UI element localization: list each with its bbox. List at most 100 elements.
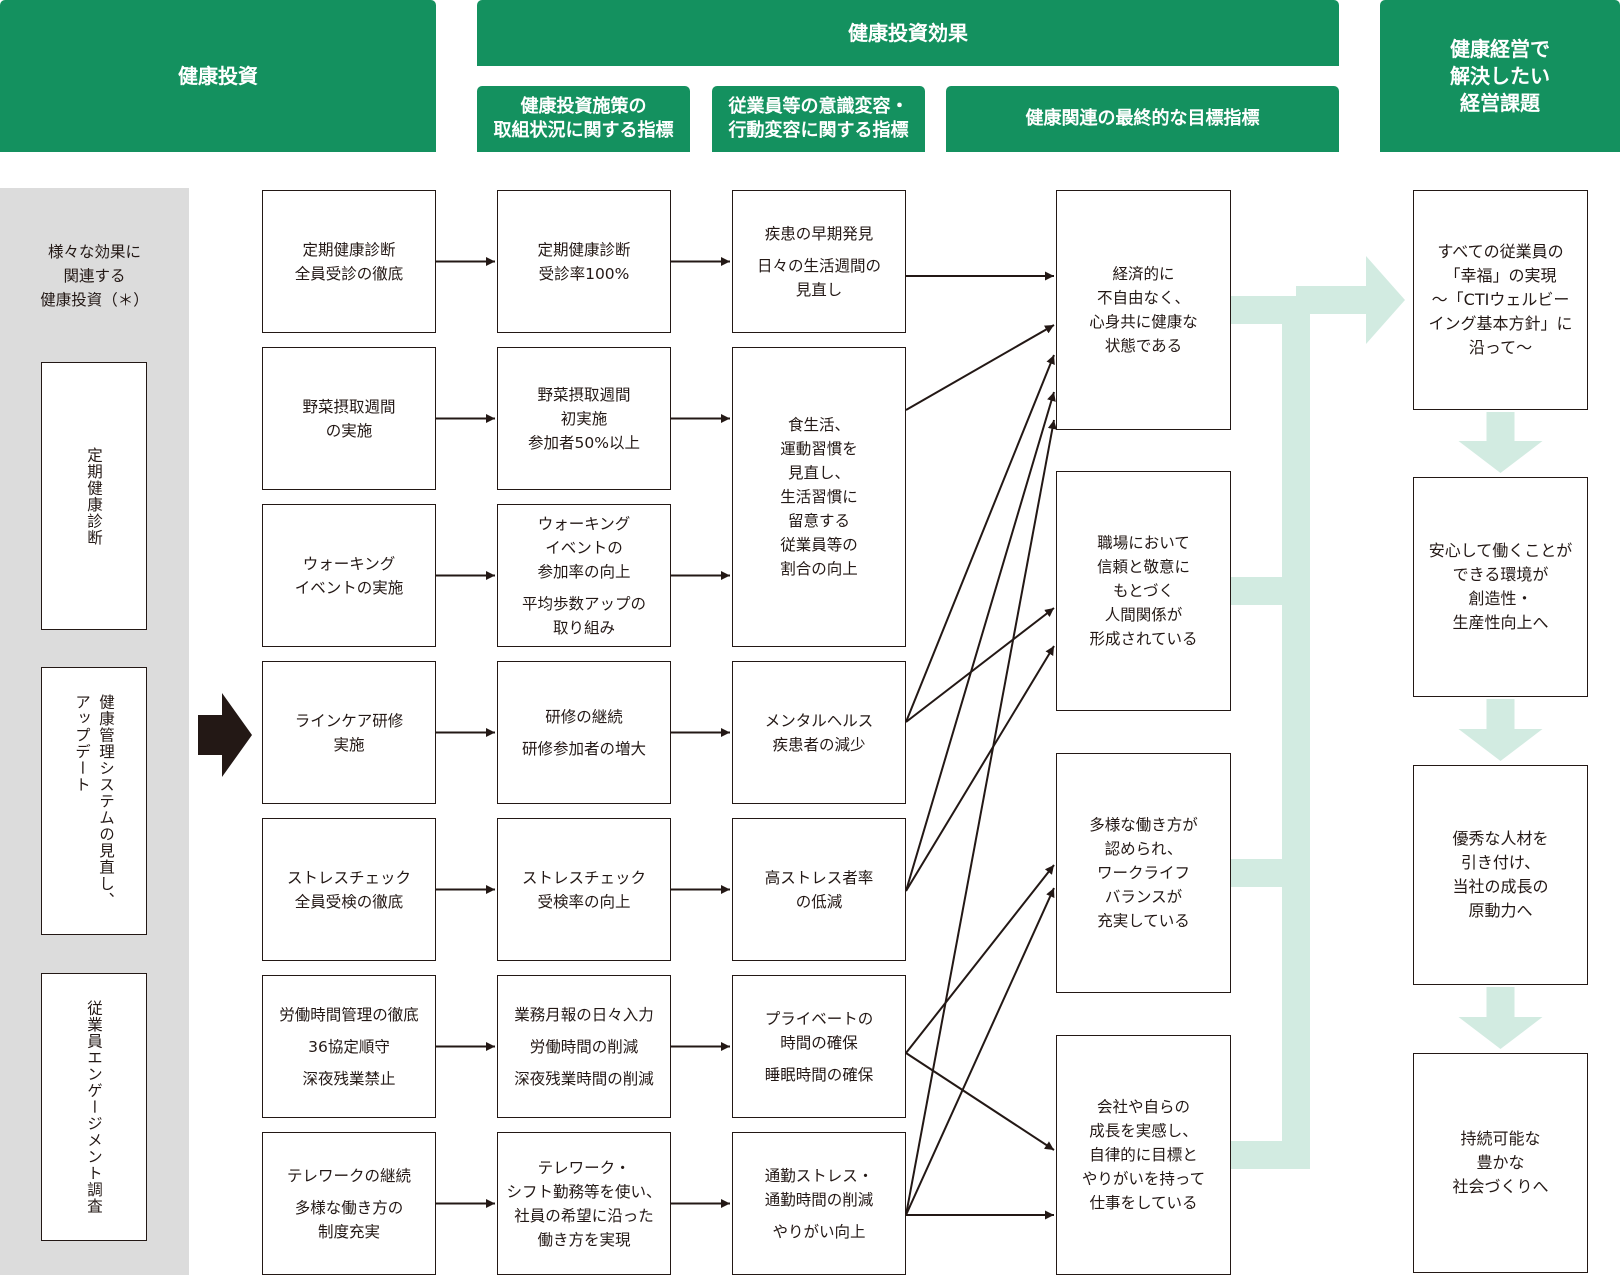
- sidebar-item-label: 従業員エンゲージメント調査: [85, 999, 103, 1215]
- outcome-down-shaft: [1486, 412, 1515, 443]
- box-text-line: 研修参加者の増大: [521, 739, 646, 758]
- header-investment-effect: 健康投資効果: [477, 0, 1339, 66]
- box-text-line: 社会づくりへ: [1452, 1177, 1549, 1196]
- box-text-line: できる環境が: [1452, 565, 1549, 584]
- awareness-indicator-box: メンタルヘルス疾患者の減少: [732, 661, 906, 804]
- header-final-goal-indicators: 健康関連の最終的な目標指標: [946, 86, 1339, 152]
- box-text-line: 留意する: [787, 512, 850, 530]
- box-text-line: 「幸福」の実現: [1444, 266, 1557, 285]
- sidebar-title-line: 様々な効果に: [47, 243, 141, 261]
- box-text-line: 多様な働き方が: [1089, 816, 1198, 834]
- box-text-line: 受検率の向上: [537, 892, 631, 911]
- investment-box: ウォーキングイベントの実施: [262, 504, 436, 647]
- box-text-line: 労働時間管理の徹底: [279, 1005, 419, 1024]
- box-text-line: 制度充実: [317, 1222, 380, 1241]
- sidebar-arrow-icon: [198, 693, 252, 777]
- box-text-line: テレワークの継続: [286, 1166, 411, 1185]
- box-text-line: 成長を実感し、: [1089, 1122, 1198, 1140]
- outcome-down-arrow-icon: [1458, 729, 1543, 761]
- box-text-line: 働き方を実現: [537, 1230, 631, 1249]
- initiative-indicator-box: 野菜摂取週間初実施参加者50%以上: [497, 347, 671, 490]
- sidebar-item-system-review: 健康管理システムの見直し、 アップデート: [41, 667, 147, 935]
- box-text-line: ラインケア研修: [294, 711, 404, 730]
- box-text-line: 豊かな: [1476, 1153, 1525, 1172]
- final-goal-box: 職場において信頼と敬意にもとづく人間関係が形成されている: [1056, 471, 1231, 711]
- box-text-line: の低減: [795, 892, 843, 911]
- box-text-line: 会社や自らの: [1096, 1098, 1190, 1116]
- box-text-line: 心身共に健康な: [1089, 313, 1198, 331]
- box-text-line: やりがい向上: [772, 1222, 866, 1241]
- arrow-awareness-to-goal: [905, 354, 1055, 723]
- box-text-line: 生活習慣に: [780, 488, 858, 506]
- outcome-down-shaft: [1486, 699, 1515, 731]
- box-text-line: 職場において: [1097, 534, 1190, 552]
- sidebar-title-line: 関連する: [63, 267, 126, 285]
- sidebar-item-label: 定期健康診断: [85, 446, 103, 546]
- box-text-line: 日々の生活週間の: [756, 256, 881, 275]
- box-text-line: 原動力へ: [1468, 901, 1533, 920]
- investment-box: 定期健康診断全員受診の徹底: [262, 190, 436, 333]
- outcome-down-arrow-icon: [1458, 1017, 1543, 1049]
- investment-box: 労働時間管理の徹底 36協定順守深夜残業禁止: [262, 975, 436, 1118]
- box-text-line: 自律的に目標と: [1089, 1146, 1198, 1164]
- arrow-awareness-to-goal: [905, 419, 1057, 1216]
- arrow-awareness-to-goal: [905, 324, 1055, 411]
- arrow-awareness-to-goal: [905, 607, 1055, 723]
- sidebar-title-line: 健康投資（＊）: [40, 291, 149, 309]
- arrow-awareness-to-goal: [905, 1052, 1055, 1151]
- investment-box: 野菜摂取週間の実施: [262, 347, 436, 490]
- box-text-line: 野菜摂取週間: [537, 385, 631, 404]
- box-text-line: イベントの: [545, 538, 623, 557]
- initiative-indicator-box: テレワーク・シフト勤務等を使い、社員の希望に沿った働き方を実現: [497, 1132, 671, 1275]
- box-text-line: 〜「CTIウェルビー: [1431, 290, 1570, 309]
- box-text-line: 引き付け、: [1460, 853, 1541, 872]
- box-text-line: 高ストレス者率: [764, 868, 874, 887]
- management-outcome-box: 持続可能な豊かな社会づくりへ: [1413, 1053, 1588, 1273]
- initiative-indicator-box: 定期健康診断受診率100%: [497, 190, 671, 333]
- header-awareness-indicators: 従業員等の意識変容・ 行動変容に関する指標: [712, 86, 925, 152]
- box-text-line: 時間の確保: [780, 1033, 858, 1052]
- header-initiative-indicators: 健康投資施策の 取組状況に関する指標: [477, 86, 690, 152]
- box-text-line: プライベートの: [764, 1009, 874, 1028]
- management-outcome-box: すべての従業員の「幸福」の実現〜「CTIウェルビーイング基本方針」に沿って〜: [1413, 190, 1588, 410]
- management-outcome-box: 安心して働くことができる環境が創造性・生産性向上へ: [1413, 477, 1588, 697]
- box-text-line: 多様な働き方の: [294, 1198, 404, 1217]
- box-text-line: 生産性向上へ: [1452, 613, 1549, 632]
- box-text-line: 疾患の早期発見: [764, 224, 874, 243]
- box-text-line: 経済的に: [1112, 265, 1175, 283]
- box-text-line: 優秀な人材を: [1452, 829, 1549, 848]
- box-text-line: 業務月報の日々入力: [514, 1005, 654, 1024]
- box-text-line: 創造性・: [1468, 589, 1533, 608]
- box-text-line: 睡眠時間の確保: [764, 1065, 874, 1084]
- box-text-line: 深夜残業禁止: [302, 1069, 396, 1088]
- box-text-line: 全員受検の徹底: [294, 892, 404, 911]
- box-text-line: メンタルヘルス: [764, 711, 874, 730]
- merge-bar: [1282, 296, 1310, 1169]
- box-text-line: 見直し、: [787, 464, 850, 482]
- awareness-indicator-box: プライベートの時間の確保睡眠時間の確保: [732, 975, 906, 1118]
- box-text-line: 全員受診の徹底: [294, 264, 404, 283]
- box-text-line: 沿って〜: [1468, 338, 1533, 357]
- box-text-line: 持続可能な: [1460, 1129, 1541, 1148]
- final-goal-box: 会社や自らの成長を実感し、自律的に目標とやりがいを持って仕事をしている: [1056, 1035, 1231, 1275]
- awareness-indicator-box: 疾患の早期発見日々の生活週間の見直し: [732, 190, 906, 333]
- box-text-line: 安心して働くことが: [1428, 541, 1573, 560]
- box-text-line: ストレスチェック: [286, 868, 411, 887]
- box-text-line: 運動習慣を: [780, 440, 858, 458]
- box-text-line: 実施: [333, 735, 365, 754]
- box-text-line: 人間関係が: [1104, 606, 1183, 624]
- box-text-line: 36協定順守: [308, 1037, 390, 1056]
- box-text-line: 取り組み: [552, 618, 615, 637]
- box-text-line: テレワーク・: [537, 1158, 631, 1177]
- to-outcome-arrow-icon: [1366, 256, 1405, 344]
- box-text-line: 社員の希望に沿った: [514, 1206, 654, 1225]
- investment-box: ラインケア研修実施: [262, 661, 436, 804]
- awareness-indicator-box: 高ストレス者率の低減: [732, 818, 906, 961]
- sidebar-item-engagement-survey: 従業員エンゲージメント調査: [41, 973, 147, 1241]
- to-outcome-shaft: [1296, 286, 1372, 314]
- box-text-line: 参加率の向上: [537, 562, 631, 581]
- box-text-line: 充実している: [1097, 912, 1190, 930]
- box-text-line: 労働時間の削減: [529, 1037, 639, 1056]
